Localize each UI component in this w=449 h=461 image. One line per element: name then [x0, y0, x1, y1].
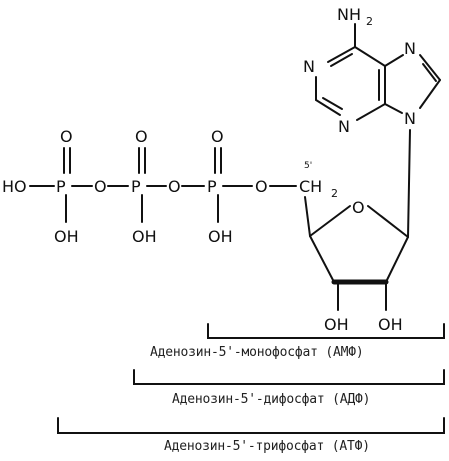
caption-adp: Аденозин-5'-дифосфат (АДФ): [172, 392, 371, 407]
caption-atp: Аденозин-5'-трифосфат (АТФ): [164, 439, 370, 454]
bond-n7-c8: [419, 54, 441, 81]
amino-group-label: NH: [337, 5, 361, 24]
bond-c5-c6: [354, 46, 386, 67]
terminal-hydroxyl-label: HO: [2, 177, 27, 196]
n3-label: N: [338, 117, 350, 136]
ester-linkage: O CH 2 5': [255, 161, 338, 200]
bond-c1-n9: [407, 129, 411, 238]
oxo-oxygen-2-label: O: [135, 127, 148, 146]
phosphate-chain: HO P O OH O P O OH O P: [2, 127, 253, 246]
ch2-subscript: 2: [331, 187, 338, 200]
ribose-ring-oxygen-label: O: [352, 198, 365, 217]
bond-c5-c4: [304, 196, 311, 237]
bond-o-c1: [367, 205, 409, 238]
bond-n7-c8-double: [422, 63, 437, 82]
n1-label: N: [303, 57, 315, 76]
bracket-amp: [207, 323, 445, 339]
caption-amp: Аденозин-5'-монофосфат (АМФ): [150, 345, 364, 360]
bridge-oxygen-2-label: O: [168, 177, 181, 196]
ch2-label: CH: [299, 177, 322, 196]
bracket-atp: [57, 417, 445, 434]
bond-c4-c3: [309, 235, 335, 283]
oxo-oxygen-1-label: O: [60, 127, 73, 146]
phosphorus-alpha-label: P: [56, 177, 66, 196]
bracket-adp: [133, 369, 445, 385]
hydroxyl-3-prime-label: OH: [324, 315, 349, 334]
bond-c6-n1: [327, 46, 356, 63]
bridge-oxygen-1-label: O: [94, 177, 107, 196]
ribose-ring: O OH OH: [304, 129, 411, 334]
amino-subscript: 2: [366, 15, 373, 28]
bond-c4-n9: [384, 103, 403, 114]
bond-c8-n9: [419, 79, 441, 109]
n9-label: N: [404, 109, 416, 128]
hydroxyl-p3-label: OH: [208, 227, 233, 246]
phosphorus-gamma-label: P: [207, 177, 217, 196]
hydroxyl-2-prime-label: OH: [378, 315, 403, 334]
five-prime-label: 5': [304, 161, 312, 171]
ester-oxygen-label: O: [255, 177, 268, 196]
bond-n3-c4: [356, 103, 386, 121]
oxo-oxygen-3-label: O: [211, 127, 224, 146]
brackets: [57, 323, 445, 434]
hydroxyl-p1-label: OH: [54, 227, 79, 246]
phosphorus-beta-label: P: [131, 177, 141, 196]
bond-c2-n3-double: [322, 97, 343, 110]
n7-label: N: [404, 39, 416, 58]
bond-c1-c2: [385, 236, 409, 283]
bond-c5-n7: [384, 54, 404, 67]
bond-c4-o: [309, 205, 351, 237]
bond-c2-n3: [315, 99, 341, 116]
bond-c6-n1-double: [330, 53, 353, 67]
adenine-base: NH 2 N N N N: [303, 5, 441, 136]
hydroxyl-p2-label: OH: [132, 227, 157, 246]
